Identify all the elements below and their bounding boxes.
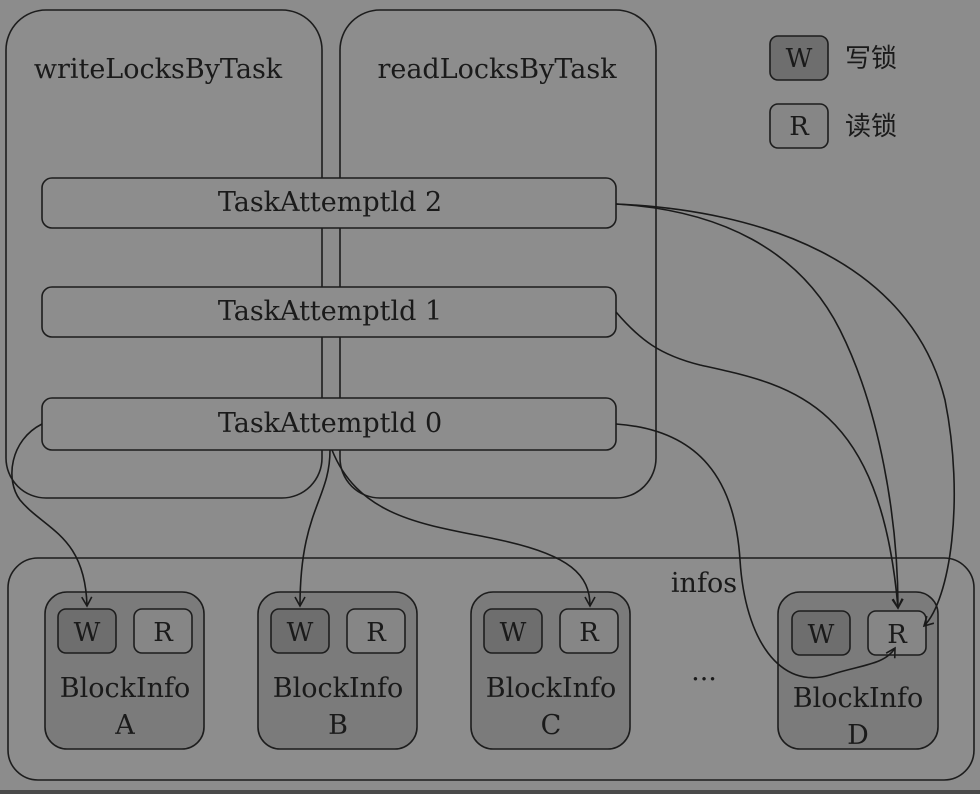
arrow-task0-to-block-b-write bbox=[294, 449, 331, 608]
block-d-read-glyph: R bbox=[887, 620, 908, 650]
legend-write-label: 写锁 bbox=[845, 44, 897, 74]
task-attempt-0-label: TaskAttemptld 0 bbox=[218, 408, 442, 439]
read-locks-title: readLocksByTask bbox=[377, 54, 617, 85]
block-b-read-glyph: R bbox=[366, 618, 387, 648]
block-a-write-lock bbox=[57, 608, 117, 654]
block-c-write-glyph: W bbox=[500, 618, 527, 648]
block-info-d: W R BlockInfo D bbox=[777, 591, 939, 751]
block-c-write-lock bbox=[483, 608, 543, 654]
write-locks-map bbox=[5, 9, 323, 499]
task-attempt-1-label: TaskAttemptld 1 bbox=[218, 296, 442, 327]
block-d-read-lock bbox=[867, 610, 927, 656]
arrow-task0-to-block-d-read bbox=[615, 423, 896, 679]
block-a-read-lock bbox=[133, 608, 193, 654]
block-d-write-lock bbox=[791, 610, 851, 656]
read-locks-map bbox=[339, 9, 657, 499]
block-b-write-lock bbox=[270, 608, 330, 654]
legend-read-box bbox=[769, 103, 829, 149]
block-d-write-glyph: W bbox=[808, 620, 835, 650]
block-b-read-lock bbox=[346, 608, 406, 654]
block-c-id: C bbox=[541, 710, 562, 741]
block-b-id: B bbox=[328, 710, 348, 741]
legend-read-label: 读锁 bbox=[845, 112, 897, 142]
arrow-task2-to-block-d-read-b bbox=[615, 203, 956, 628]
arrow-task0-to-block-c-read bbox=[331, 449, 596, 608]
block-a-id: A bbox=[114, 710, 135, 741]
block-a-write-glyph: W bbox=[74, 618, 101, 648]
block-c-title: BlockInfo bbox=[486, 673, 617, 704]
task-attempt-2 bbox=[41, 177, 617, 229]
block-d-id: D bbox=[847, 720, 869, 751]
legend-write-box bbox=[769, 35, 829, 81]
write-locks-title: writeLocksByTask bbox=[34, 54, 283, 85]
block-a-read-glyph: R bbox=[153, 618, 174, 648]
arrow-task0-to-block-a-write bbox=[11, 423, 93, 608]
block-b-write-glyph: W bbox=[287, 618, 314, 648]
legend-read-glyph: R bbox=[789, 112, 810, 142]
block-info-b: W R BlockInfo B bbox=[257, 591, 418, 750]
task-attempt-2-label: TaskAttemptld 2 bbox=[218, 187, 442, 218]
block-a-title: BlockInfo bbox=[60, 673, 191, 704]
block-b-title: BlockInfo bbox=[273, 673, 404, 704]
block-c-read-glyph: R bbox=[579, 618, 600, 648]
infos-label: infos bbox=[671, 568, 737, 599]
block-d-title: BlockInfo bbox=[793, 683, 924, 714]
arrow-task1-to-block-d-read bbox=[615, 311, 903, 610]
block-c-read-lock bbox=[559, 608, 619, 654]
arrow-task2-to-block-d-read-a bbox=[615, 203, 904, 610]
block-info-a: W R BlockInfo A bbox=[44, 591, 205, 750]
ellipsis: ... bbox=[691, 656, 717, 687]
block-info-c: W R BlockInfo C bbox=[470, 591, 631, 750]
legend-write-glyph: W bbox=[786, 44, 813, 74]
